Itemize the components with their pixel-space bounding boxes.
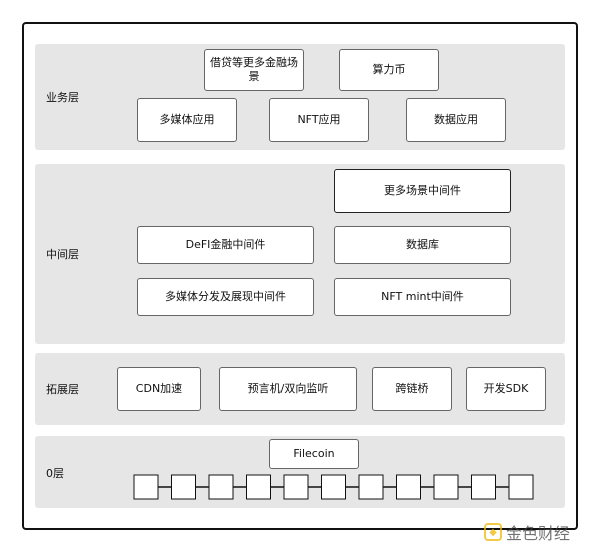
nft-app-box: NFT应用 — [269, 98, 369, 142]
chain-block — [246, 474, 271, 500]
more-scenarios-middleware-box: 更多场景中间件 — [334, 169, 511, 213]
watermark-text: 金色财经 — [506, 524, 571, 543]
nft-mint-middleware-box: NFT mint中间件 — [334, 278, 511, 316]
chain-block — [471, 474, 496, 500]
chain-block — [171, 474, 196, 500]
chain-block — [283, 474, 309, 500]
filecoin-box: Filecoin — [269, 439, 359, 469]
chain-block — [133, 474, 159, 500]
chain-block — [358, 474, 384, 500]
oracle-listener-box: 预言机/双向监听 — [219, 367, 357, 411]
chain-block — [321, 474, 346, 500]
extension-layer-label: 拓展层 — [46, 383, 79, 396]
cdn-acceleration-box: CDN加速 — [117, 367, 201, 411]
lending-scenarios-box: 借贷等更多金融场景 — [204, 49, 304, 91]
data-app-box: 数据应用 — [406, 98, 506, 142]
jinse-logo-icon: ◆ — [484, 523, 502, 541]
chain-block — [208, 474, 234, 500]
database-box: 数据库 — [334, 226, 511, 264]
multimedia-app-box: 多媒体应用 — [137, 98, 237, 142]
chain-block — [508, 474, 534, 500]
middleware-layer-label: 中间层 — [46, 248, 79, 261]
media-distribution-middleware-box: 多媒体分发及展现中间件 — [137, 278, 314, 316]
defi-middleware-box: DeFI金融中间件 — [137, 226, 314, 264]
zero-layer-label: 0层 — [46, 467, 64, 480]
dev-sdk-box: 开发SDK — [466, 367, 546, 411]
jinse-watermark: ◆ 金色财经 — [484, 520, 570, 544]
business-layer-label: 业务层 — [46, 91, 79, 104]
cross-chain-bridge-box: 跨链桥 — [372, 367, 452, 411]
hashrate-token-box: 算力币 — [339, 49, 439, 91]
chain-block — [433, 474, 459, 500]
chain-block — [396, 474, 421, 500]
